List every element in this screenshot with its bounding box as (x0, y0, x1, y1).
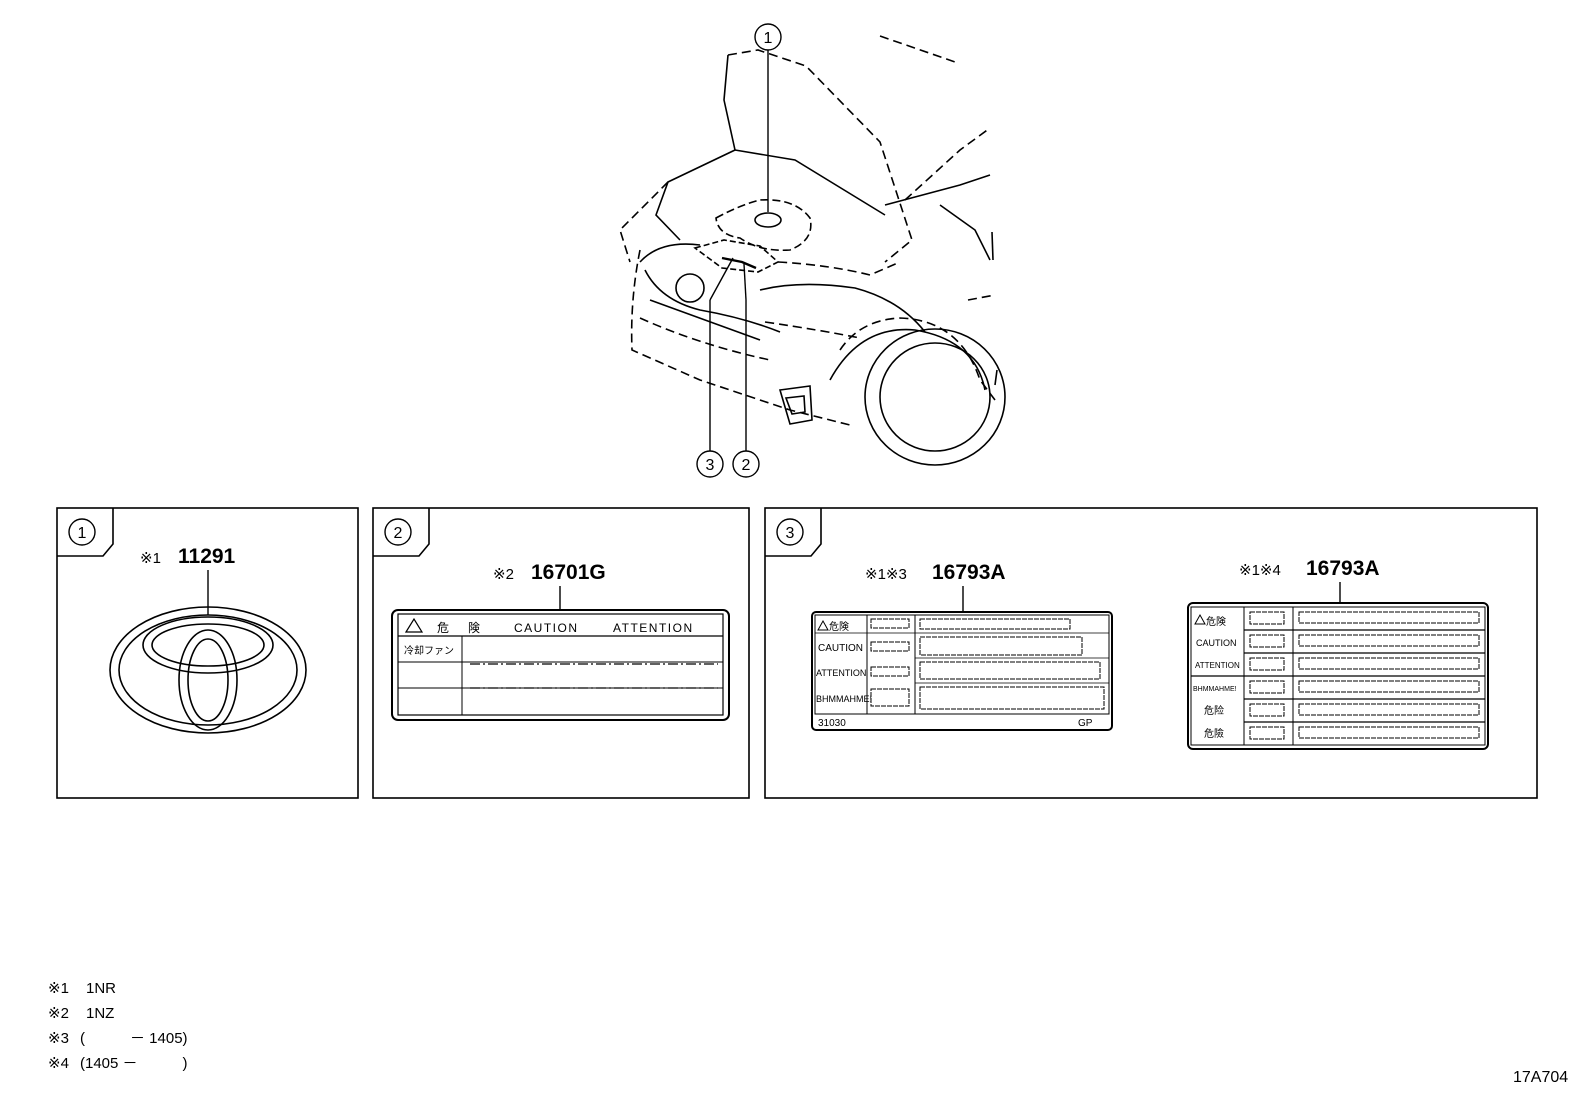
svg-text:1: 1 (764, 30, 773, 47)
callout-1: 1 (754, 23, 782, 51)
svg-text:BHMMAHME!: BHMMAHME! (816, 694, 872, 704)
note-mark: ※1 (48, 980, 69, 997)
note-text: ( － 1405) (80, 1030, 188, 1047)
part-number-11291: 11291 (178, 545, 236, 568)
panel-3-index: 3 (786, 525, 795, 542)
svg-text:危険: 危険 (829, 621, 849, 633)
svg-text:危: 危 (437, 621, 449, 635)
svg-text:ATTENTION: ATTENTION (1195, 661, 1240, 670)
diagram-code: 17A704 (1513, 1069, 1568, 1086)
svg-text:CAUTION: CAUTION (1196, 638, 1237, 648)
panel-1-index: 1 (78, 525, 87, 542)
svg-text:険: 険 (468, 621, 480, 635)
svg-text:3: 3 (706, 457, 715, 474)
svg-text:2: 2 (742, 457, 751, 474)
panel-1: 1 ※1 11291 (56, 507, 359, 799)
part-number-16793A-a: 16793A (932, 561, 1006, 584)
part-mark: ※1※4 (1239, 562, 1281, 579)
car-illustration (619, 35, 1006, 466)
warning-triangle-icon (817, 619, 829, 631)
callout-leaders (709, 50, 769, 452)
warning-triangle-icon (404, 617, 424, 633)
callout-3: 3 (696, 450, 724, 478)
note-text: 1NR (86, 980, 116, 997)
panel-2: 2 ※2 16701G 危 険 CAUTION ATTENTION 冷却ファン (372, 507, 750, 799)
caution-label-16793A-b: 危険 CAUTION ATTENTION BHMMAHME! 危险 危險 (1187, 602, 1489, 750)
part-number-16793A-b: 16793A (1306, 557, 1380, 580)
svg-text:危険: 危険 (1206, 616, 1226, 628)
svg-text:CAUTION: CAUTION (514, 621, 579, 635)
panel-2-index: 2 (394, 525, 403, 542)
svg-text:ATTENTION: ATTENTION (816, 668, 866, 678)
part-mark: ※1 (140, 550, 161, 567)
part-mark: ※2 (493, 566, 514, 583)
svg-text:BHMMAHME!: BHMMAHME! (1193, 686, 1237, 693)
footnotes: ※1 1NR ※2 1NZ ※3 ( － 1405) ※4 (1405 － ) (48, 980, 188, 1072)
svg-text:冷却ファン: 冷却ファン (404, 644, 454, 657)
caution-label-16793A-a: 危険 CAUTION ATTENTION BHMMAHME! 31030 GP (811, 611, 1113, 731)
svg-text:危险: 危险 (1204, 704, 1224, 717)
svg-text:CAUTION: CAUTION (818, 643, 863, 654)
svg-text:31030: 31030 (818, 718, 846, 729)
note-mark: ※3 (48, 1030, 69, 1047)
note-text: (1405 － ) (80, 1055, 188, 1072)
panel-3: 3 ※1※3 16793A ※1※4 16793A 危険 CAUTION ATT… (764, 507, 1538, 799)
svg-text:危險: 危險 (1204, 727, 1224, 740)
callout-2: 2 (732, 450, 760, 478)
caution-label-16701G: 危 険 CAUTION ATTENTION 冷却ファン (391, 609, 730, 721)
note-mark: ※2 (48, 1005, 69, 1022)
warning-triangle-icon (1194, 613, 1206, 625)
part-number-16701G: 16701G (531, 561, 606, 584)
note-text: 1NZ (86, 1005, 114, 1022)
note-mark: ※4 (48, 1055, 69, 1072)
part-mark: ※1※3 (865, 566, 907, 583)
svg-text:ATTENTION: ATTENTION (613, 621, 694, 635)
toyota-emblem-icon (109, 606, 307, 734)
svg-text:GP: GP (1078, 718, 1093, 729)
